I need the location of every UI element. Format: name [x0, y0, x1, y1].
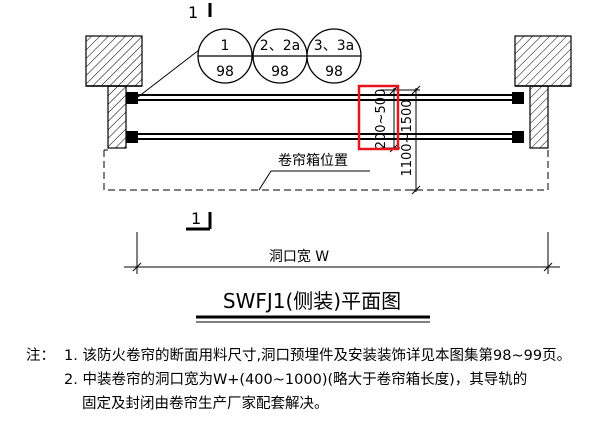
- left-wall: [85, 35, 143, 87]
- index-circle-2: 2、2a 98: [252, 28, 308, 84]
- note-item-2: 2. 中装卷帘的洞口宽为W+(400~1000)(略大于卷帘箱长度)，其导轨的: [64, 372, 528, 388]
- index-circle-3-bottom: 98: [325, 64, 343, 80]
- curtain-lines: [138, 94, 512, 140]
- note-item-3-row: 固定及封闭由卷帘生产厂家配套解决。: [26, 392, 611, 416]
- index-circle-1-bottom: 98: [216, 64, 234, 80]
- index-circle-2-bottom: 98: [271, 64, 289, 80]
- section-mark-top: 1: [188, 3, 212, 22]
- dim-vertical-outer: 1100~1500: [400, 99, 415, 176]
- index-circle-3: 3、3a 98: [306, 28, 362, 84]
- index-leader: [137, 49, 200, 98]
- note-item-2-row: 2. 中装卷帘的洞口宽为W+(400~1000)(略大于卷帘箱长度)，其导轨的: [26, 368, 611, 392]
- right-guide-rail: [512, 85, 549, 149]
- notes: 注： 1. 该防火卷帘的断面用料尺寸,洞口预埋件及安装装饰详见本图集第98~99页…: [26, 344, 611, 416]
- notes-prefix: 注：: [26, 348, 55, 364]
- drawing-title: SWFJ1(侧装)平面图: [223, 289, 401, 313]
- roller-box-outline: [103, 149, 549, 191]
- left-guide-rail: [107, 85, 138, 149]
- index-circle-2-top: 2、2a: [260, 38, 300, 54]
- right-wall: [514, 35, 572, 87]
- highlight-box: [357, 84, 400, 151]
- label-box-position: 卷帘箱位置: [278, 153, 348, 169]
- dim-vertical-inner: 200~500: [374, 89, 389, 150]
- box-position-callout: 卷帘箱位置: [258, 153, 370, 191]
- section-mark-top-label: 1: [188, 3, 198, 22]
- index-circle-1: 1 98: [197, 28, 253, 84]
- note-item-1-row: 注： 1. 该防火卷帘的断面用料尺寸,洞口预埋件及安装装饰详见本图集第98~99页…: [26, 344, 611, 368]
- index-circle-1-top: 1: [221, 38, 230, 54]
- plan-drawing: 1 1 98: [85, 3, 572, 323]
- note-item-1: 1. 该防火卷帘的断面用料尺寸,洞口预埋件及安装装饰详见本图集第98~99页。: [64, 348, 572, 364]
- index-circle-3-top: 3、3a: [314, 38, 354, 54]
- note-item-3: 固定及封闭由卷帘生产厂家配套解决。: [82, 396, 329, 412]
- section-mark-bottom-label: 1: [191, 209, 201, 228]
- index-circles: 1 98 2、2a 98 3、3a 98: [137, 28, 362, 98]
- label-opening-width: 洞口宽 W: [269, 248, 329, 265]
- section-mark-bottom: 1: [186, 209, 212, 231]
- opening-width-dimension: [124, 232, 560, 274]
